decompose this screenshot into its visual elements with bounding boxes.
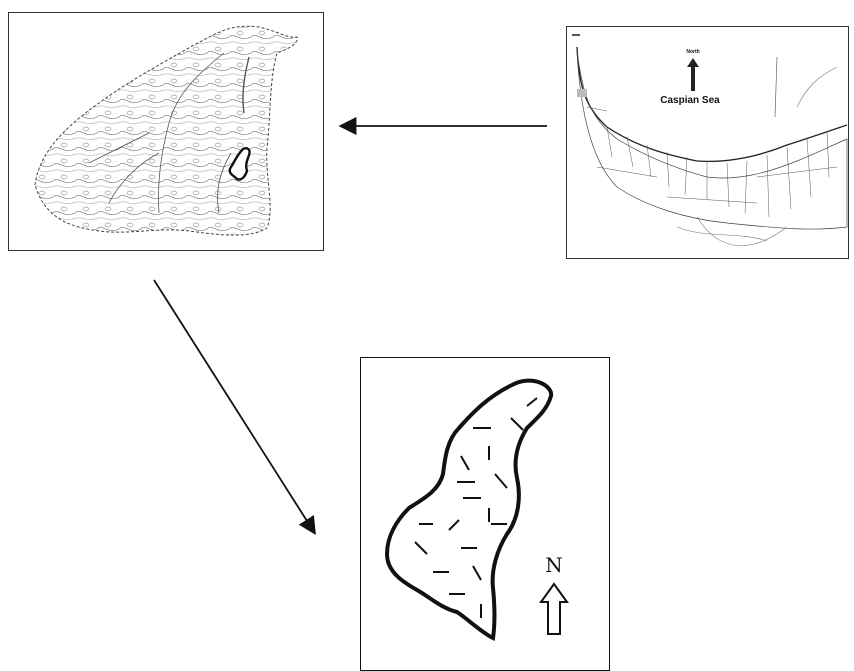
hatch-marks bbox=[414, 397, 538, 618]
regional-map: North Caspian Sea bbox=[566, 26, 849, 259]
watershed-boundary bbox=[34, 25, 298, 236]
study-area-outline bbox=[228, 147, 251, 181]
study-area-drawing: N bbox=[384, 378, 569, 642]
watershed-map-drawing bbox=[34, 25, 298, 236]
north-label: North bbox=[686, 49, 699, 55]
north-label: N bbox=[545, 553, 563, 577]
caspian-sea-label: Caspian Sea bbox=[660, 95, 720, 106]
north-arrow-icon bbox=[687, 58, 699, 91]
regional-map-drawing: North Caspian Sea bbox=[572, 34, 848, 246]
study-area-detail-map: N bbox=[360, 357, 610, 671]
watershed-contour-map bbox=[8, 12, 324, 251]
north-arrow-icon bbox=[539, 582, 569, 635]
study-area-boundary bbox=[384, 378, 554, 642]
arrow-watershed-to-detail bbox=[153, 279, 316, 536]
county-boundaries bbox=[586, 106, 838, 218]
